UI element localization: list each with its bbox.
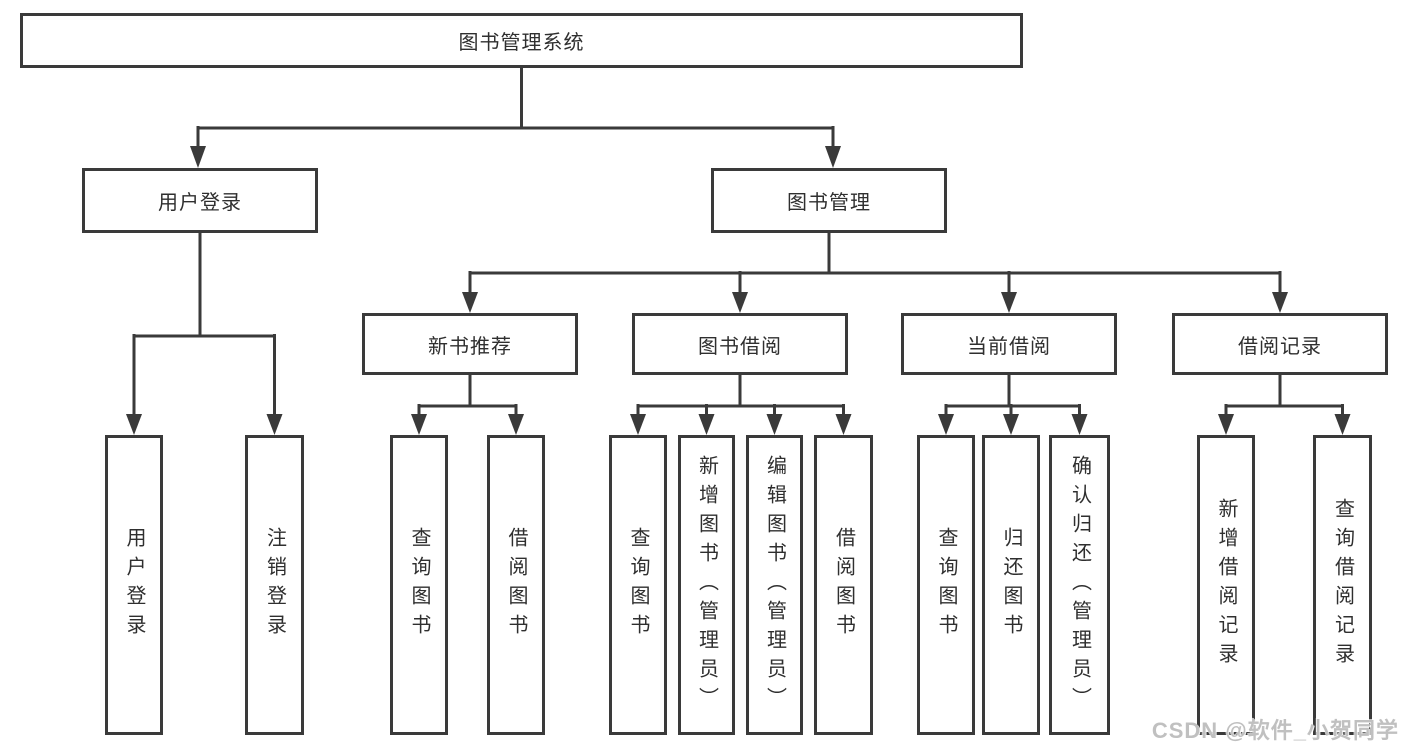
leaf-logout: 注销登录 — [245, 435, 304, 735]
leaf-query-books-1: 查询图书 — [390, 435, 448, 735]
node-label: 用户登录 — [158, 192, 242, 214]
node-label: 归还图书 — [1000, 527, 1022, 643]
node-label: 借阅图书 — [505, 527, 527, 643]
watermark: CSDN @软件_小贺同学 — [1151, 718, 1399, 743]
node-label: 新增借阅记录 — [1215, 498, 1237, 672]
leaf-borrow-books-2: 借阅图书 — [814, 435, 873, 735]
node-user-login: 用户登录 — [82, 168, 318, 233]
leaf-query-borrow-record: 查询借阅记录 — [1313, 435, 1372, 735]
node-label: 查询图书 — [935, 527, 957, 643]
leaf-query-books-3: 查询图书 — [917, 435, 975, 735]
node-label: 借阅记录 — [1238, 335, 1322, 358]
leaf-add-borrow-record: 新增借阅记录 — [1197, 435, 1255, 735]
node-label: 查询借阅记录 — [1331, 498, 1354, 672]
node-label: 新增图书（管理员） — [695, 454, 718, 716]
node-label: 确认归还（管理员） — [1068, 454, 1091, 716]
node-book-borrowing: 图书借阅 — [632, 313, 848, 375]
node-label: 用户登录 — [123, 527, 145, 643]
leaf-query-books-2: 查询图书 — [609, 435, 667, 735]
node-label: 注销登录 — [263, 527, 286, 643]
node-label: 当前借阅 — [967, 335, 1051, 358]
node-label: 图书借阅 — [698, 335, 782, 358]
node-new-book-recommendation: 新书推荐 — [362, 313, 578, 375]
node-label: 图书管理系统 — [458, 32, 585, 54]
node-label: 借阅图书 — [832, 527, 855, 643]
node-current-borrowing: 当前借阅 — [901, 313, 1117, 375]
leaf-edit-books-admin: 编辑图书（管理员） — [746, 435, 803, 735]
leaf-confirm-return-admin: 确认归还（管理员） — [1049, 435, 1110, 735]
node-label: 查询图书 — [627, 527, 649, 643]
node-borrowing-records: 借阅记录 — [1172, 313, 1388, 375]
node-label: 编辑图书（管理员） — [763, 454, 786, 716]
node-label: 查询图书 — [408, 527, 430, 643]
leaf-add-books-admin: 新增图书（管理员） — [678, 435, 735, 735]
leaf-user-login: 用户登录 — [105, 435, 163, 735]
node-book-management: 图书管理 — [711, 168, 947, 233]
node-label: 新书推荐 — [428, 335, 512, 358]
node-library-management-system: 图书管理系统 — [20, 13, 1023, 68]
leaf-return-books: 归还图书 — [982, 435, 1040, 735]
node-label: 图书管理 — [787, 192, 871, 214]
leaf-borrow-books-1: 借阅图书 — [487, 435, 545, 735]
